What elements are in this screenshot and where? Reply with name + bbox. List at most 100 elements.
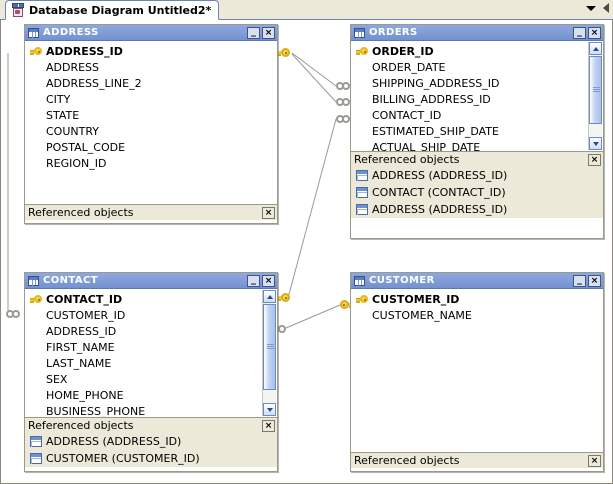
scrollbar-thumb[interactable] (589, 56, 602, 124)
table-window-address[interactable]: ADDRESS _ × ADDRESS_ID (24, 24, 278, 224)
column-row[interactable]: FIRST_NAME (46, 340, 115, 354)
relationship-link-icon-contact-address (6, 310, 22, 318)
tab-strip: Database Diagram Untitled2* (0, 0, 613, 20)
vertical-scrollbar[interactable] (588, 42, 602, 150)
column-row[interactable]: ESTIMATED_SHIP_DATE (372, 124, 499, 138)
referenced-objects-list-contact: ADDRESS (ADDRESS_ID) CUSTOMER (CUSTOMER_… (25, 433, 277, 467)
column-row[interactable]: SEX (46, 372, 68, 386)
column-row[interactable]: BILLING_ADDRESS_ID (372, 92, 491, 106)
column-row[interactable]: POSTAL_CODE (46, 140, 126, 154)
table-grid-icon (28, 275, 39, 286)
referenced-objects-bar-orders[interactable]: Referenced objects × (351, 151, 603, 167)
column-row[interactable]: LAST_NAME (46, 356, 112, 370)
column-row[interactable]: REGION_ID (46, 156, 107, 170)
table-header-contact[interactable]: CONTACT _ × (25, 273, 277, 289)
column-row[interactable]: ORDER_DATE (372, 60, 446, 74)
scroll-down-button[interactable] (589, 137, 602, 150)
table-columns-orders[interactable]: ORDER_ID ORDER_DATE SHIPPING_ADDRESS_ID … (351, 41, 603, 151)
column-row[interactable]: CITY (46, 92, 71, 106)
close-button[interactable]: × (262, 274, 275, 287)
column-row[interactable]: COUNTRY (46, 124, 99, 138)
table-reference-icon (356, 204, 368, 215)
close-button[interactable]: × (588, 26, 601, 39)
table-window-customer[interactable]: CUSTOMER _ × CUSTOMER_ID (350, 272, 604, 472)
table-columns-address[interactable]: ADDRESS_ID ADDRESS ADDRESS_LINE_2 CITY S… (25, 41, 277, 204)
close-button[interactable]: × (262, 26, 275, 39)
primary-key-icon (29, 294, 43, 305)
referenced-objects-close-icon[interactable]: × (588, 153, 601, 166)
diagram-canvas[interactable]: ADDRESS _ × ADDRESS_ID (0, 20, 613, 484)
window-buttons: _ × (247, 274, 275, 287)
primary-key-icon (355, 46, 369, 57)
column-row[interactable]: CUSTOMER_ID (355, 291, 603, 307)
referenced-object-item[interactable]: ADDRESS (ADDRESS_ID) (25, 433, 277, 450)
minimize-button[interactable]: _ (247, 274, 260, 287)
column-row[interactable]: ADDRESS_LINE_2 (46, 76, 142, 90)
referenced-object-item[interactable]: CONTACT (CONTACT_ID) (351, 184, 603, 201)
referenced-objects-close-icon[interactable]: × (262, 206, 275, 219)
referenced-objects-bar-customer[interactable]: Referenced objects × (351, 452, 603, 468)
minimize-button[interactable]: _ (573, 26, 586, 39)
window-buttons: _ × (573, 26, 601, 39)
table-title: ORDERS (369, 27, 418, 38)
scroll-up-button[interactable] (263, 290, 276, 303)
referenced-object-item[interactable]: ADDRESS (ADDRESS_ID) (351, 201, 603, 218)
scrollbar-thumb[interactable] (263, 304, 276, 390)
relationship-key-icon-address (276, 48, 290, 58)
vertical-scrollbar[interactable] (262, 290, 276, 416)
table-title: CONTACT (43, 275, 98, 286)
column-row[interactable]: ADDRESS_ID (46, 324, 117, 338)
table-grid-icon (354, 27, 365, 38)
column-row[interactable]: STATE (46, 108, 80, 122)
minimize-button[interactable]: _ (573, 274, 586, 287)
table-title: CUSTOMER (369, 275, 435, 286)
table-columns-customer[interactable]: CUSTOMER_ID CUSTOMER_NAME (351, 289, 603, 452)
table-reference-icon (30, 453, 42, 464)
column-row[interactable]: BUSINESS_PHONE (46, 404, 146, 418)
column-row[interactable]: CUSTOMER_NAME (372, 308, 472, 322)
column-row[interactable]: ADDRESS (46, 60, 100, 74)
column-row[interactable]: ACTUAL_SHIP_DATE (372, 140, 481, 152)
relationship-link-icon-orders-shipping (336, 82, 352, 90)
table-grid-icon (354, 275, 365, 286)
table-title: ADDRESS (43, 27, 99, 38)
primary-key-icon (355, 294, 369, 305)
window-buttons: _ × (247, 26, 275, 39)
database-diagram-icon (11, 3, 25, 17)
referenced-objects-close-icon[interactable]: × (588, 454, 601, 467)
column-row[interactable]: ORDER_ID (355, 43, 587, 59)
table-reference-icon (356, 170, 368, 181)
relationship-link-icon-orders-billing (336, 98, 352, 106)
close-button[interactable]: × (588, 274, 601, 287)
scroll-up-button[interactable] (589, 42, 602, 55)
table-header-customer[interactable]: CUSTOMER _ × (351, 273, 603, 289)
primary-key-icon (29, 46, 43, 57)
table-reference-icon (356, 187, 368, 198)
tab-label: Database Diagram Untitled2* (29, 3, 212, 17)
column-row[interactable]: CUSTOMER_ID (46, 308, 126, 322)
relationship-key-icon-contact (276, 293, 290, 303)
table-window-orders[interactable]: ORDERS _ × ORDER_ID (350, 24, 604, 239)
table-reference-icon (30, 436, 42, 447)
column-row[interactable]: HOME_PHONE (46, 388, 124, 402)
tab-database-diagram[interactable]: Database Diagram Untitled2* (5, 0, 220, 20)
table-header-address[interactable]: ADDRESS _ × (25, 25, 277, 41)
column-row[interactable]: CONTACT_ID (29, 291, 261, 307)
referenced-objects-close-icon[interactable]: × (262, 419, 275, 432)
referenced-objects-bar-address[interactable]: Referenced objects × (25, 204, 277, 220)
chevron-down-icon[interactable] (586, 5, 596, 11)
table-columns-contact[interactable]: CONTACT_ID CUSTOMER_ID ADDRESS_ID FIRST_… (25, 289, 277, 417)
table-window-contact[interactable]: CONTACT _ × CONTACT_ID (24, 272, 278, 472)
scroll-left-icon[interactable] (603, 3, 609, 13)
column-row[interactable]: SHIPPING_ADDRESS_ID (372, 76, 500, 90)
table-header-orders[interactable]: ORDERS _ × (351, 25, 603, 41)
referenced-object-item[interactable]: ADDRESS (ADDRESS_ID) (351, 167, 603, 184)
scroll-down-button[interactable] (263, 403, 276, 416)
column-row[interactable]: CONTACT_ID (372, 108, 442, 122)
relationship-link-icon-orders-contact (336, 115, 352, 123)
minimize-button[interactable]: _ (247, 26, 260, 39)
referenced-objects-bar-contact[interactable]: Referenced objects × (25, 417, 277, 433)
column-row[interactable]: ADDRESS_ID (29, 43, 277, 59)
referenced-object-item[interactable]: CUSTOMER (CUSTOMER_ID) (25, 450, 277, 467)
